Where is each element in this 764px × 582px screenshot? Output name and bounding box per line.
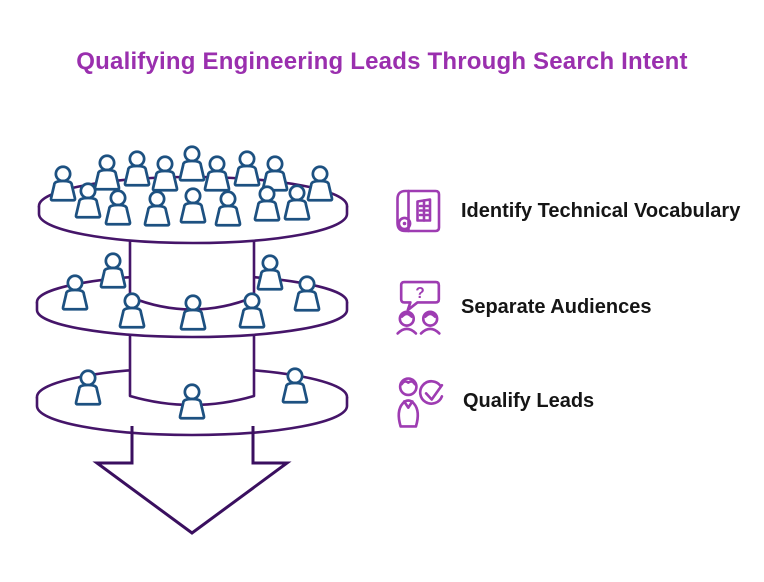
person-icon — [151, 155, 179, 192]
funnel-diagram — [35, 145, 349, 535]
legend-item-qualify-leads: Qualify Leads — [393, 372, 594, 430]
legend-label: Qualify Leads — [463, 389, 595, 412]
person-icon — [49, 165, 77, 202]
legend-item-identify-technical-vocabulary: Identify Technical Vocabulary — [393, 182, 740, 240]
person-icon — [178, 145, 206, 182]
person-icon — [93, 154, 121, 191]
person-check-icon — [397, 377, 444, 428]
down-arrow — [92, 426, 292, 535]
legend-item-separate-audiences: ? Separate Audiences — [393, 278, 651, 336]
person-icon — [261, 155, 289, 192]
person-icon — [99, 252, 127, 289]
person-icon — [306, 165, 334, 202]
person-icon — [203, 155, 231, 192]
person-icon — [123, 150, 151, 187]
legend-label: Separate Audiences — [461, 295, 652, 318]
audience-question-icon: ? — [396, 280, 441, 335]
page-title: Qualifying Engineering Leads Through Sea… — [76, 48, 688, 75]
question-mark-glyph: ? — [415, 285, 424, 302]
person-icon — [233, 150, 261, 187]
person-icon — [61, 274, 89, 311]
blueprint-scroll-icon — [396, 189, 441, 233]
person-icon — [256, 254, 284, 291]
legend-label: Identify Technical Vocabulary — [461, 199, 741, 222]
